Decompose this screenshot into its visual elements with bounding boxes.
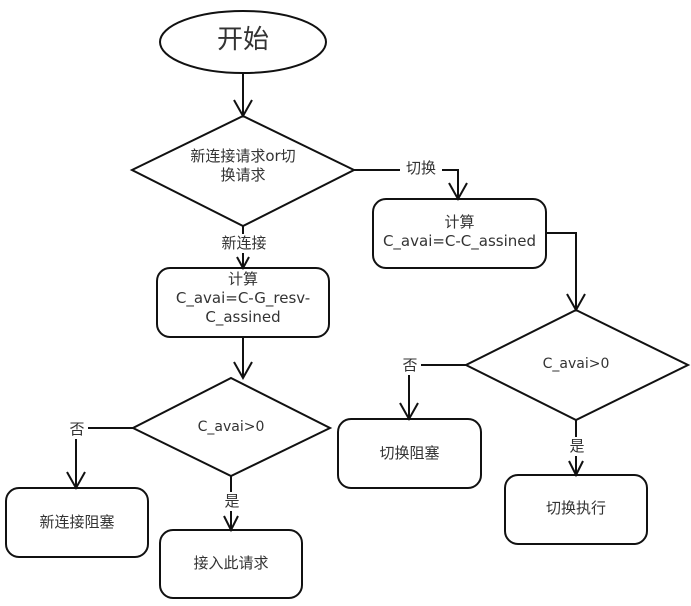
edge-switch — [354, 169, 459, 199]
decision-switch-yes-label: 是 — [566, 437, 588, 456]
calc-new-line2: C_assined — [205, 307, 281, 326]
start-node-label: 开始 — [216, 25, 269, 55]
calc-new-line1: C_avai=C-G_resv- — [175, 288, 311, 307]
switch-blocked-shape — [337, 418, 482, 489]
calc-new-title: 计算 — [227, 270, 258, 288]
new-blocked-shape — [5, 487, 149, 558]
accept-request-label: 接入此请求 — [193, 554, 269, 572]
new-blocked-label: 新连接阻塞 — [39, 513, 115, 531]
decision-request-label: 新连接请求or切 换请求 — [163, 147, 323, 185]
calc-switch-line1: C_avai=C-C_assined — [382, 231, 537, 250]
arrowhead — [233, 361, 253, 381]
edge-switch-label: 切换 — [400, 159, 442, 178]
switch-blocked-label: 切换阻塞 — [379, 444, 440, 462]
edge-calc-to-decision-switch — [546, 232, 577, 310]
switch-execute-shape — [504, 474, 648, 545]
calc-switch-title: 计算 — [444, 213, 475, 231]
decision-new-no-label: 否 — [66, 420, 88, 439]
switch-execute-label: 切换执行 — [545, 499, 606, 517]
edge-new-connection-label: 新连接 — [211, 234, 277, 253]
accept-request-shape — [159, 529, 303, 599]
calc-switch-label: 计算 C_avai=C-C_assined — [373, 213, 546, 251]
decision-request-line1: 新连接请求or切 — [190, 147, 296, 165]
decision-request-line2: 换请求 — [220, 165, 266, 184]
decision-new-label: C_avai>0 — [197, 419, 265, 435]
calc-new-label: 计算 C_avai=C-G_resv- C_assined — [157, 270, 329, 326]
decision-switch-no-label: 否 — [399, 356, 421, 375]
decision-switch-label: C_avai>0 — [542, 356, 610, 372]
decision-new-yes-label: 是 — [221, 492, 243, 511]
